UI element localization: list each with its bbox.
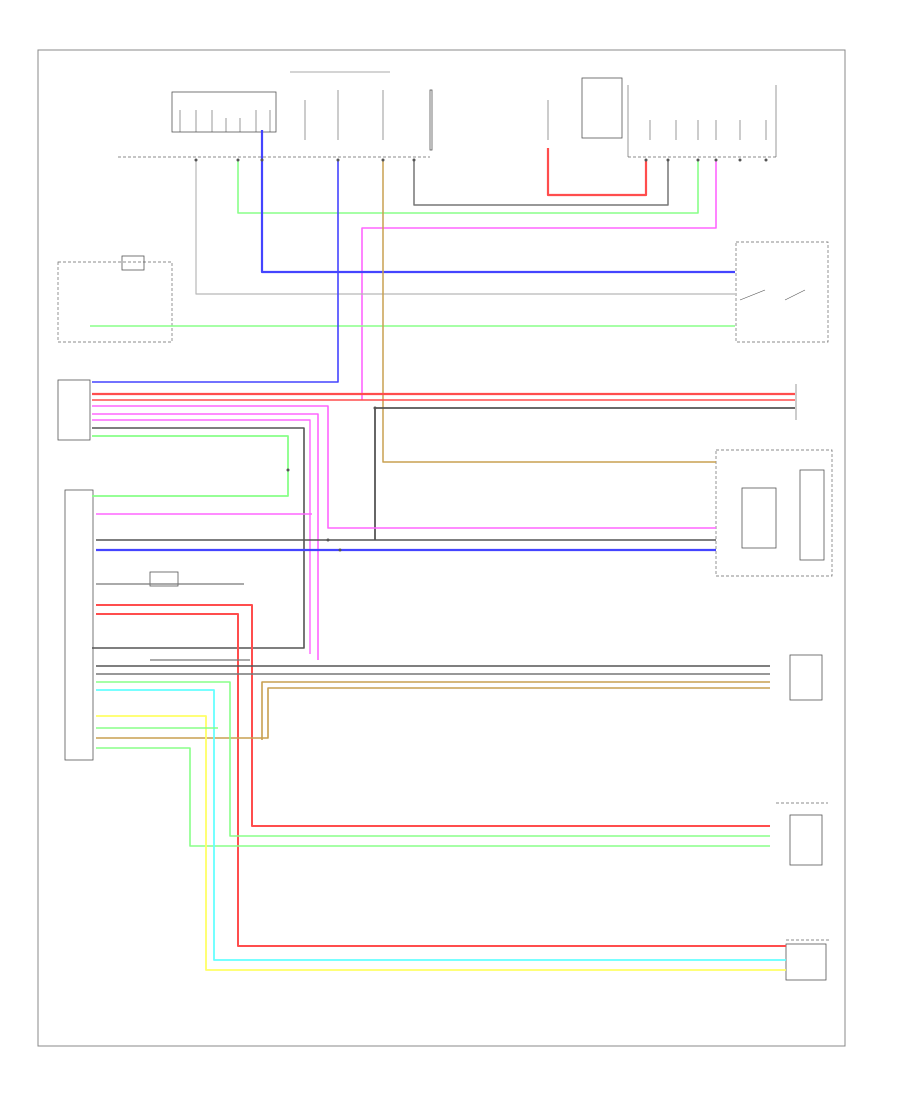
diagram-frame	[37, 49, 846, 1047]
wire-green-lower-1	[96, 681, 770, 837]
wire-green-top	[237, 160, 699, 214]
wire-tan-vertical	[382, 160, 716, 463]
wire-black-control	[92, 427, 305, 649]
wires	[90, 130, 795, 971]
wire-yellow-lower	[96, 715, 786, 971]
wire-red-lower-1	[96, 604, 770, 827]
left-front-door-switch	[149, 571, 179, 587]
main-door-control	[64, 489, 94, 761]
wire-cyan-lower	[96, 689, 786, 961]
door-latch-switch	[735, 241, 829, 343]
wire-gray-top	[413, 160, 669, 206]
open-close-switch	[715, 449, 833, 577]
junction-block-relay	[171, 91, 277, 133]
wire-pink-control-3	[92, 419, 311, 654]
rear-door-module	[785, 939, 830, 981]
wire-lightgray-upper	[195, 160, 735, 295]
sliding-door-switch	[57, 255, 173, 343]
wire-tan-lower-1	[261, 681, 770, 740]
wire-green-lower-2	[96, 747, 770, 847]
top-power-section	[118, 71, 777, 158]
wire-green-control	[92, 435, 289, 497]
wire-red-lower-2	[96, 613, 786, 947]
wire-pink-control-1	[92, 405, 716, 529]
front-right-motor	[789, 654, 823, 701]
wire-tan-lower-2	[96, 687, 770, 739]
front-left-motor	[776, 802, 828, 866]
integration-relay	[627, 85, 777, 157]
wire-pink-control-2	[92, 413, 319, 660]
control-unit-upper	[57, 379, 91, 441]
wire-pink-top	[361, 160, 717, 400]
connector-dots	[194, 158, 768, 552]
wire-red-top	[546, 148, 648, 197]
wire-blue-upper	[260, 130, 735, 274]
wire-blue-control	[92, 160, 339, 383]
